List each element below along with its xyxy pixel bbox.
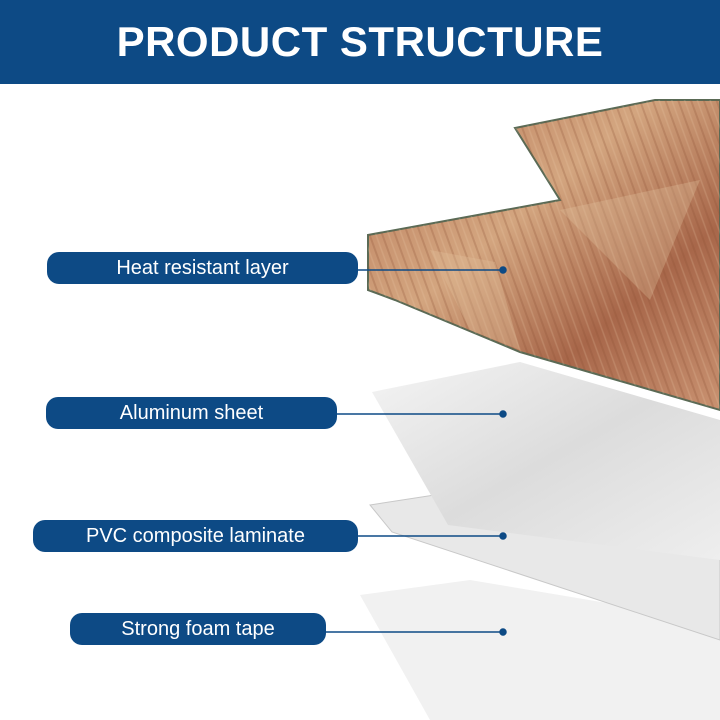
aluminum-sheet-layer [372, 362, 720, 560]
header-banner: PRODUCT STRUCTURE [0, 0, 720, 84]
label-heat-resistant-layer: Heat resistant layer [47, 252, 358, 284]
label-pvc-composite-laminate: PVC composite laminate [33, 520, 358, 552]
leader-lines [326, 266, 507, 636]
label-strong-foam-tape: Strong foam tape [70, 613, 326, 645]
page-title: PRODUCT STRUCTURE [116, 18, 604, 65]
label-aluminum-sheet: Aluminum sheet [46, 397, 337, 429]
foam-tape-layer [360, 580, 720, 720]
